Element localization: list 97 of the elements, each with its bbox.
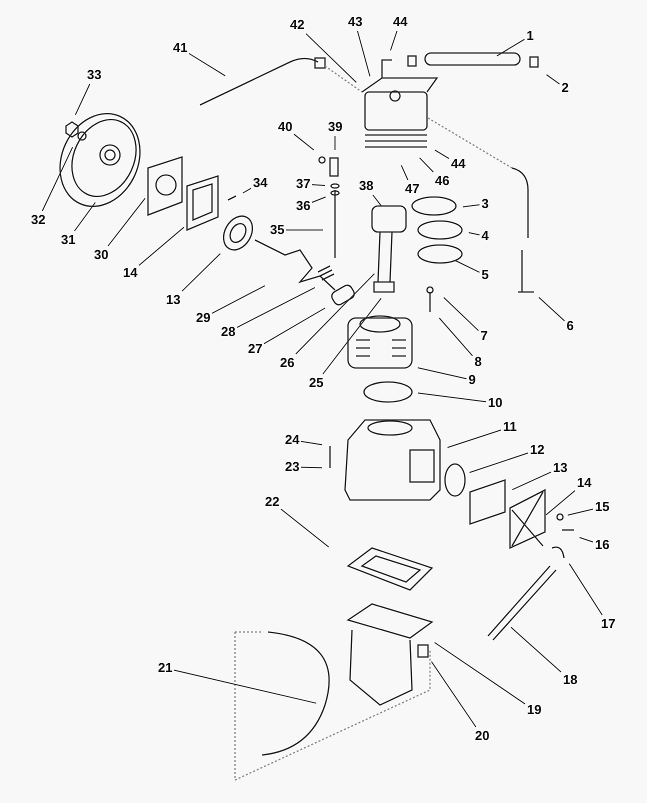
leader-line — [400, 164, 408, 180]
leader-line — [312, 184, 326, 186]
callout-number: 44 — [393, 15, 408, 29]
leader-line — [300, 440, 323, 446]
callout-number: 32 — [31, 213, 46, 227]
callout-number: 18 — [563, 673, 578, 687]
leader-line — [372, 194, 382, 206]
callout-number: 10 — [488, 396, 502, 410]
callout-number: 33 — [87, 68, 102, 82]
leader-line — [546, 490, 576, 516]
callout-number: 25 — [309, 376, 324, 390]
leader-line — [74, 202, 96, 232]
leader-line — [434, 642, 526, 704]
leader-line — [579, 537, 594, 542]
callout-number: 20 — [475, 729, 490, 743]
leader-line — [138, 226, 184, 266]
leader-line — [242, 188, 252, 194]
callout-number: 13 — [166, 293, 180, 307]
callout-number: 6 — [566, 319, 574, 333]
leader-line — [74, 84, 90, 116]
leader-line — [294, 134, 314, 150]
callout-number: 26 — [280, 356, 294, 370]
callout-number: 43 — [348, 15, 362, 29]
callout-number: 15 — [595, 500, 610, 514]
callout-number: 37 — [296, 177, 310, 191]
leader-line — [174, 670, 317, 704]
callout-number: 13 — [553, 461, 568, 475]
leader-line — [188, 53, 226, 76]
callout-number: 2 — [562, 81, 569, 95]
callout-number: 40 — [278, 120, 292, 134]
callout-number: 5 — [482, 268, 489, 282]
leader-line — [182, 253, 221, 292]
leader-line — [390, 30, 398, 51]
callout-number: 17 — [601, 617, 616, 631]
callout-number: 9 — [468, 373, 476, 387]
leader-line — [538, 296, 565, 322]
callout-number: 3 — [482, 197, 489, 211]
leader-line — [236, 287, 316, 328]
leader-line — [42, 146, 74, 212]
callout-number: 19 — [527, 703, 542, 717]
leader-line — [546, 74, 560, 84]
callout-number: 30 — [94, 248, 108, 262]
callout-number: 44 — [451, 157, 466, 171]
leader-line — [357, 30, 370, 77]
callout-number: 7 — [480, 329, 488, 343]
callout-number: 35 — [270, 223, 284, 237]
callout-number: 24 — [285, 433, 300, 447]
leader-line — [512, 472, 552, 490]
leader-line — [568, 563, 603, 616]
leader-line — [306, 33, 357, 83]
callout-number: 12 — [530, 443, 544, 457]
leader-line — [322, 298, 382, 374]
leader-line — [312, 196, 326, 203]
callout-number: 47 — [405, 182, 420, 196]
callout-number: 41 — [173, 41, 188, 55]
callout-number: 34 — [253, 176, 268, 190]
leader-line — [462, 204, 480, 208]
callout-number: 11 — [503, 420, 517, 434]
leader-line — [469, 452, 528, 473]
callout-number: 14 — [123, 266, 138, 280]
callout-number: 1 — [526, 29, 534, 43]
leader-line — [496, 38, 525, 56]
leader-line — [567, 508, 594, 516]
leader-line — [108, 198, 146, 246]
leader-line — [300, 466, 322, 468]
leader-line — [434, 150, 450, 160]
leader-line — [454, 260, 480, 273]
callout-number: 27 — [248, 342, 262, 356]
leader-line — [417, 392, 486, 402]
callout-number: 16 — [595, 538, 610, 552]
leader-line — [295, 273, 375, 354]
leader-line — [212, 285, 266, 314]
leader-line — [447, 430, 502, 448]
leader-line — [443, 297, 479, 332]
callout-number: 42 — [290, 18, 304, 32]
leader-line — [280, 508, 330, 548]
leader-line — [468, 232, 480, 236]
callout-number: 28 — [221, 325, 236, 339]
callout-number: 29 — [196, 311, 210, 325]
callout-number: 4 — [482, 229, 489, 243]
leader-line — [264, 308, 326, 344]
callout-number: 22 — [265, 495, 280, 509]
leader-line — [431, 661, 476, 728]
leader-line — [419, 157, 434, 172]
callout-number: 31 — [61, 233, 76, 247]
callout-number: 8 — [474, 355, 482, 369]
leader-line — [510, 626, 562, 672]
callout-number: 23 — [285, 460, 300, 474]
callout-number: 39 — [328, 120, 342, 134]
callout-number: 38 — [359, 179, 374, 193]
callout-number: 46 — [435, 174, 450, 188]
leader-line — [417, 367, 467, 380]
leader-line — [438, 318, 473, 356]
leader-line — [334, 136, 336, 150]
callout-number: 14 — [577, 476, 592, 490]
callout-number: 21 — [158, 661, 172, 675]
callout-number: 36 — [296, 199, 310, 213]
